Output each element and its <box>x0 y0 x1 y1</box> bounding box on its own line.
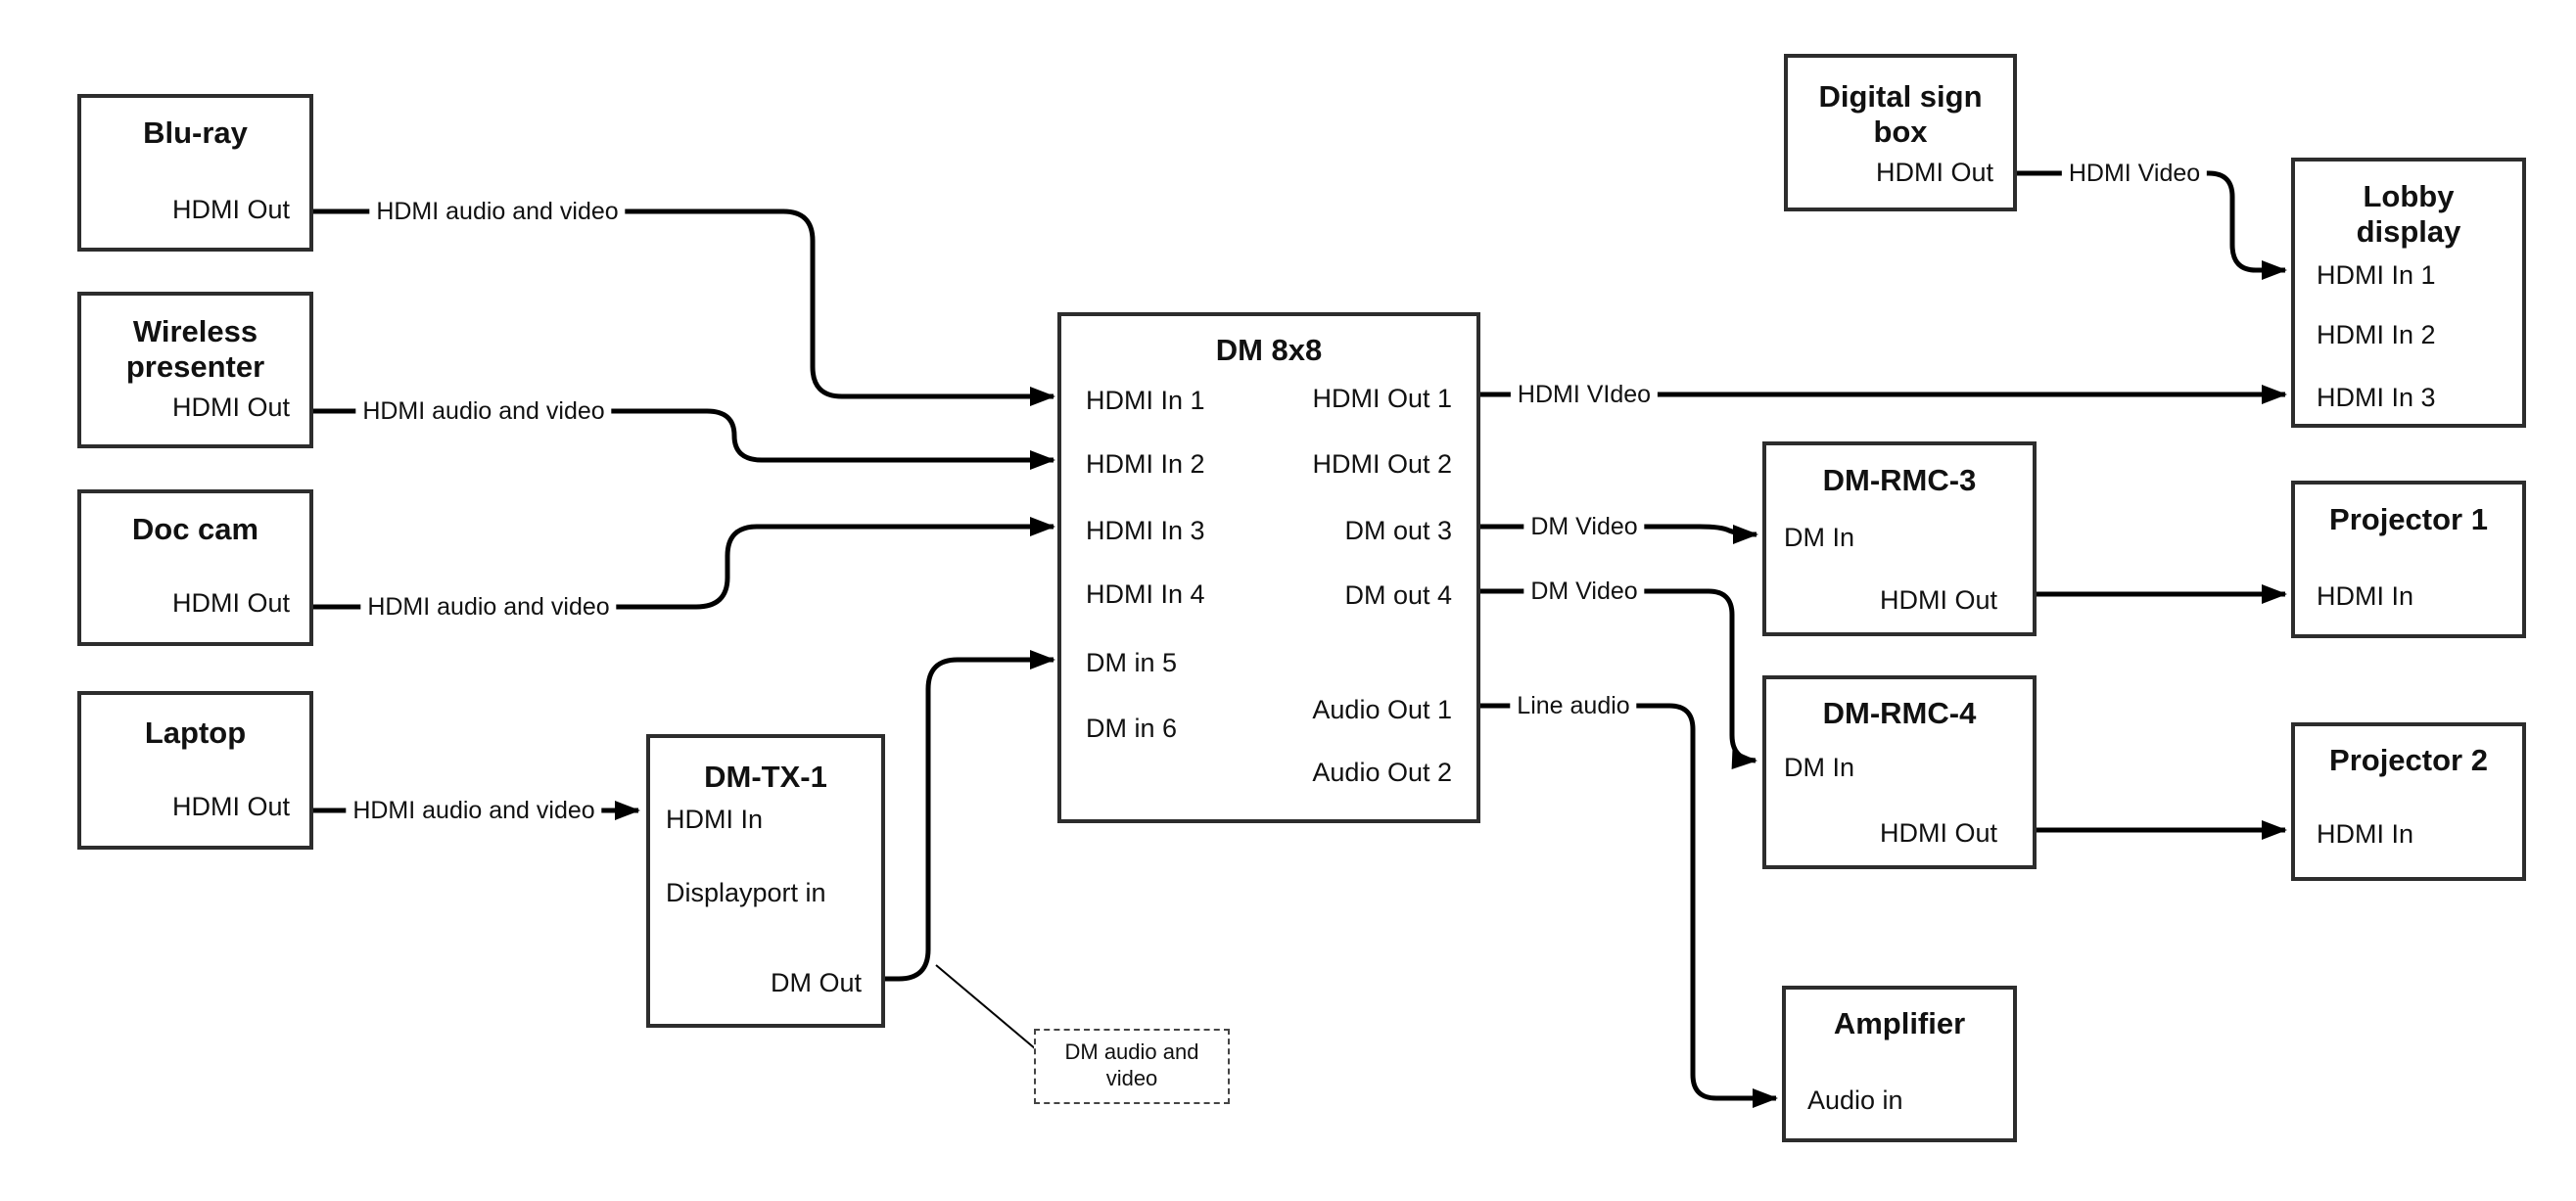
port-hdmi-out-2: HDMI Out 2 <box>1312 449 1452 479</box>
port-hdmi-out-1: HDMI Out 1 <box>1312 384 1452 413</box>
port-audio-in: Audio in <box>1807 1086 1903 1115</box>
port-audio-out-1: Audio Out 1 <box>1312 695 1452 724</box>
port-displayport-in: Displayport in <box>666 878 826 907</box>
node-title: Amplifier <box>1833 1006 1966 1040</box>
node-laptop: Laptop HDMI Out <box>77 691 313 850</box>
wire-label-dm-video-3: DM Video <box>1523 512 1645 541</box>
node-projector-1: Projector 1 HDMI In <box>2291 481 2526 638</box>
node-title: Blu-ray <box>143 115 248 150</box>
port-hdmi-out: HDMI Out <box>171 792 290 821</box>
node-title: DM-TX-1 <box>704 760 827 794</box>
node-title: DM 8x8 <box>1215 333 1323 367</box>
wire-digital-sign-to-lobby <box>2017 170 2287 280</box>
wire-dmtx1-to-dm-in-5 <box>885 650 1055 982</box>
port-hdmi-in-1: HDMI In 1 <box>2317 260 2436 290</box>
node-dm-tx-1: DM-TX-1 HDMI In Displayport in DM Out <box>646 734 885 1028</box>
port-hdmi-out: HDMI Out <box>171 195 290 224</box>
wire-audio-out-1-to-amp <box>1480 703 1778 1108</box>
node-digital-sign-box: Digital sign box HDMI Out <box>1784 54 2017 211</box>
node-wireless-presenter: Wireless presenter HDMI Out <box>77 292 313 448</box>
callout-line <box>935 964 1037 1050</box>
node-title: Projector 1 <box>2329 502 2488 536</box>
node-blu-ray: Blu-ray HDMI Out <box>77 94 313 252</box>
node-title: Doc cam <box>131 512 259 546</box>
node-title: Wireless presenter <box>125 314 265 384</box>
port-hdmi-out: HDMI Out <box>171 393 290 422</box>
wire-label-bluray: HDMI audio and video <box>369 197 626 226</box>
node-title: DM-RMC-4 <box>1822 696 1977 730</box>
port-hdmi-in: HDMI In <box>2317 819 2414 849</box>
port-dm-in: DM In <box>1784 523 1855 552</box>
wire-label-hdmi-video-out-1: HDMI VIdeo <box>1510 380 1659 409</box>
port-hdmi-out: HDMI Out <box>1879 818 1997 848</box>
node-title: Digital sign box <box>1818 79 1983 149</box>
note-text: DM audio and video <box>1064 1039 1199 1090</box>
port-hdmi-in-1: HDMI In 1 <box>1086 386 1205 415</box>
node-dm-rmc-3: DM-RMC-3 DM In HDMI Out <box>1762 441 2037 636</box>
port-dm-out-3: DM out 3 <box>1344 516 1452 545</box>
wire-label-dm-video-4: DM Video <box>1523 577 1645 606</box>
port-hdmi-out: HDMI Out <box>1879 585 1997 615</box>
port-hdmi-in-3: HDMI In 3 <box>2317 383 2436 412</box>
node-projector-2: Projector 2 HDMI In <box>2291 722 2526 881</box>
node-lobby-display: Lobby display HDMI In 1 HDMI In 2 HDMI I… <box>2291 158 2526 428</box>
wire-label-wireless: HDMI audio and video <box>355 396 612 426</box>
wire-label-line-audio: Line audio <box>1510 691 1637 720</box>
wire-label-digital-sign: HDMI Video <box>2061 159 2208 188</box>
wire-wireless-to-hdmi-in-2 <box>313 408 1055 470</box>
port-hdmi-in-3: HDMI In 3 <box>1086 516 1205 545</box>
node-title: Laptop <box>144 716 247 750</box>
port-dm-out-4: DM out 4 <box>1344 580 1452 610</box>
wire-label-doccam: HDMI audio and video <box>360 592 617 622</box>
wire-dm-out-4-to-rmc4 <box>1480 588 1757 769</box>
port-hdmi-in-2: HDMI In 2 <box>1086 449 1205 479</box>
port-hdmi-in: HDMI In <box>2317 581 2414 611</box>
node-title: Lobby display <box>2356 179 2461 249</box>
port-hdmi-out: HDMI Out <box>171 588 290 618</box>
port-hdmi-out: HDMI Out <box>1875 158 1993 187</box>
note-dm-audio-video: DM audio and video <box>1034 1029 1230 1104</box>
node-dm-8x8: DM 8x8 HDMI In 1 HDMI In 2 HDMI In 3 HDM… <box>1057 312 1480 823</box>
wire-dm-out-3-to-rmc3 <box>1480 524 1758 544</box>
wire-bluray-to-hdmi-in-1 <box>313 208 1055 406</box>
port-hdmi-in-2: HDMI In 2 <box>2317 320 2436 349</box>
node-amplifier: Amplifier Audio in <box>1782 986 2017 1142</box>
port-dm-out: DM Out <box>770 968 862 997</box>
port-audio-out-2: Audio Out 2 <box>1312 758 1452 787</box>
port-dm-in: DM In <box>1784 753 1855 782</box>
wire-doccam-to-hdmi-in-3 <box>313 517 1055 610</box>
node-title: DM-RMC-3 <box>1822 463 1977 497</box>
node-title: Projector 2 <box>2329 743 2488 777</box>
node-doc-cam: Doc cam HDMI Out <box>77 489 313 646</box>
port-hdmi-in-4: HDMI In 4 <box>1086 579 1205 609</box>
port-hdmi-in: HDMI In <box>666 805 764 834</box>
node-dm-rmc-4: DM-RMC-4 DM In HDMI Out <box>1762 675 2037 869</box>
port-dm-in-6: DM in 6 <box>1086 714 1178 743</box>
wire-label-laptop: HDMI audio and video <box>346 796 602 825</box>
port-dm-in-5: DM in 5 <box>1086 648 1178 677</box>
